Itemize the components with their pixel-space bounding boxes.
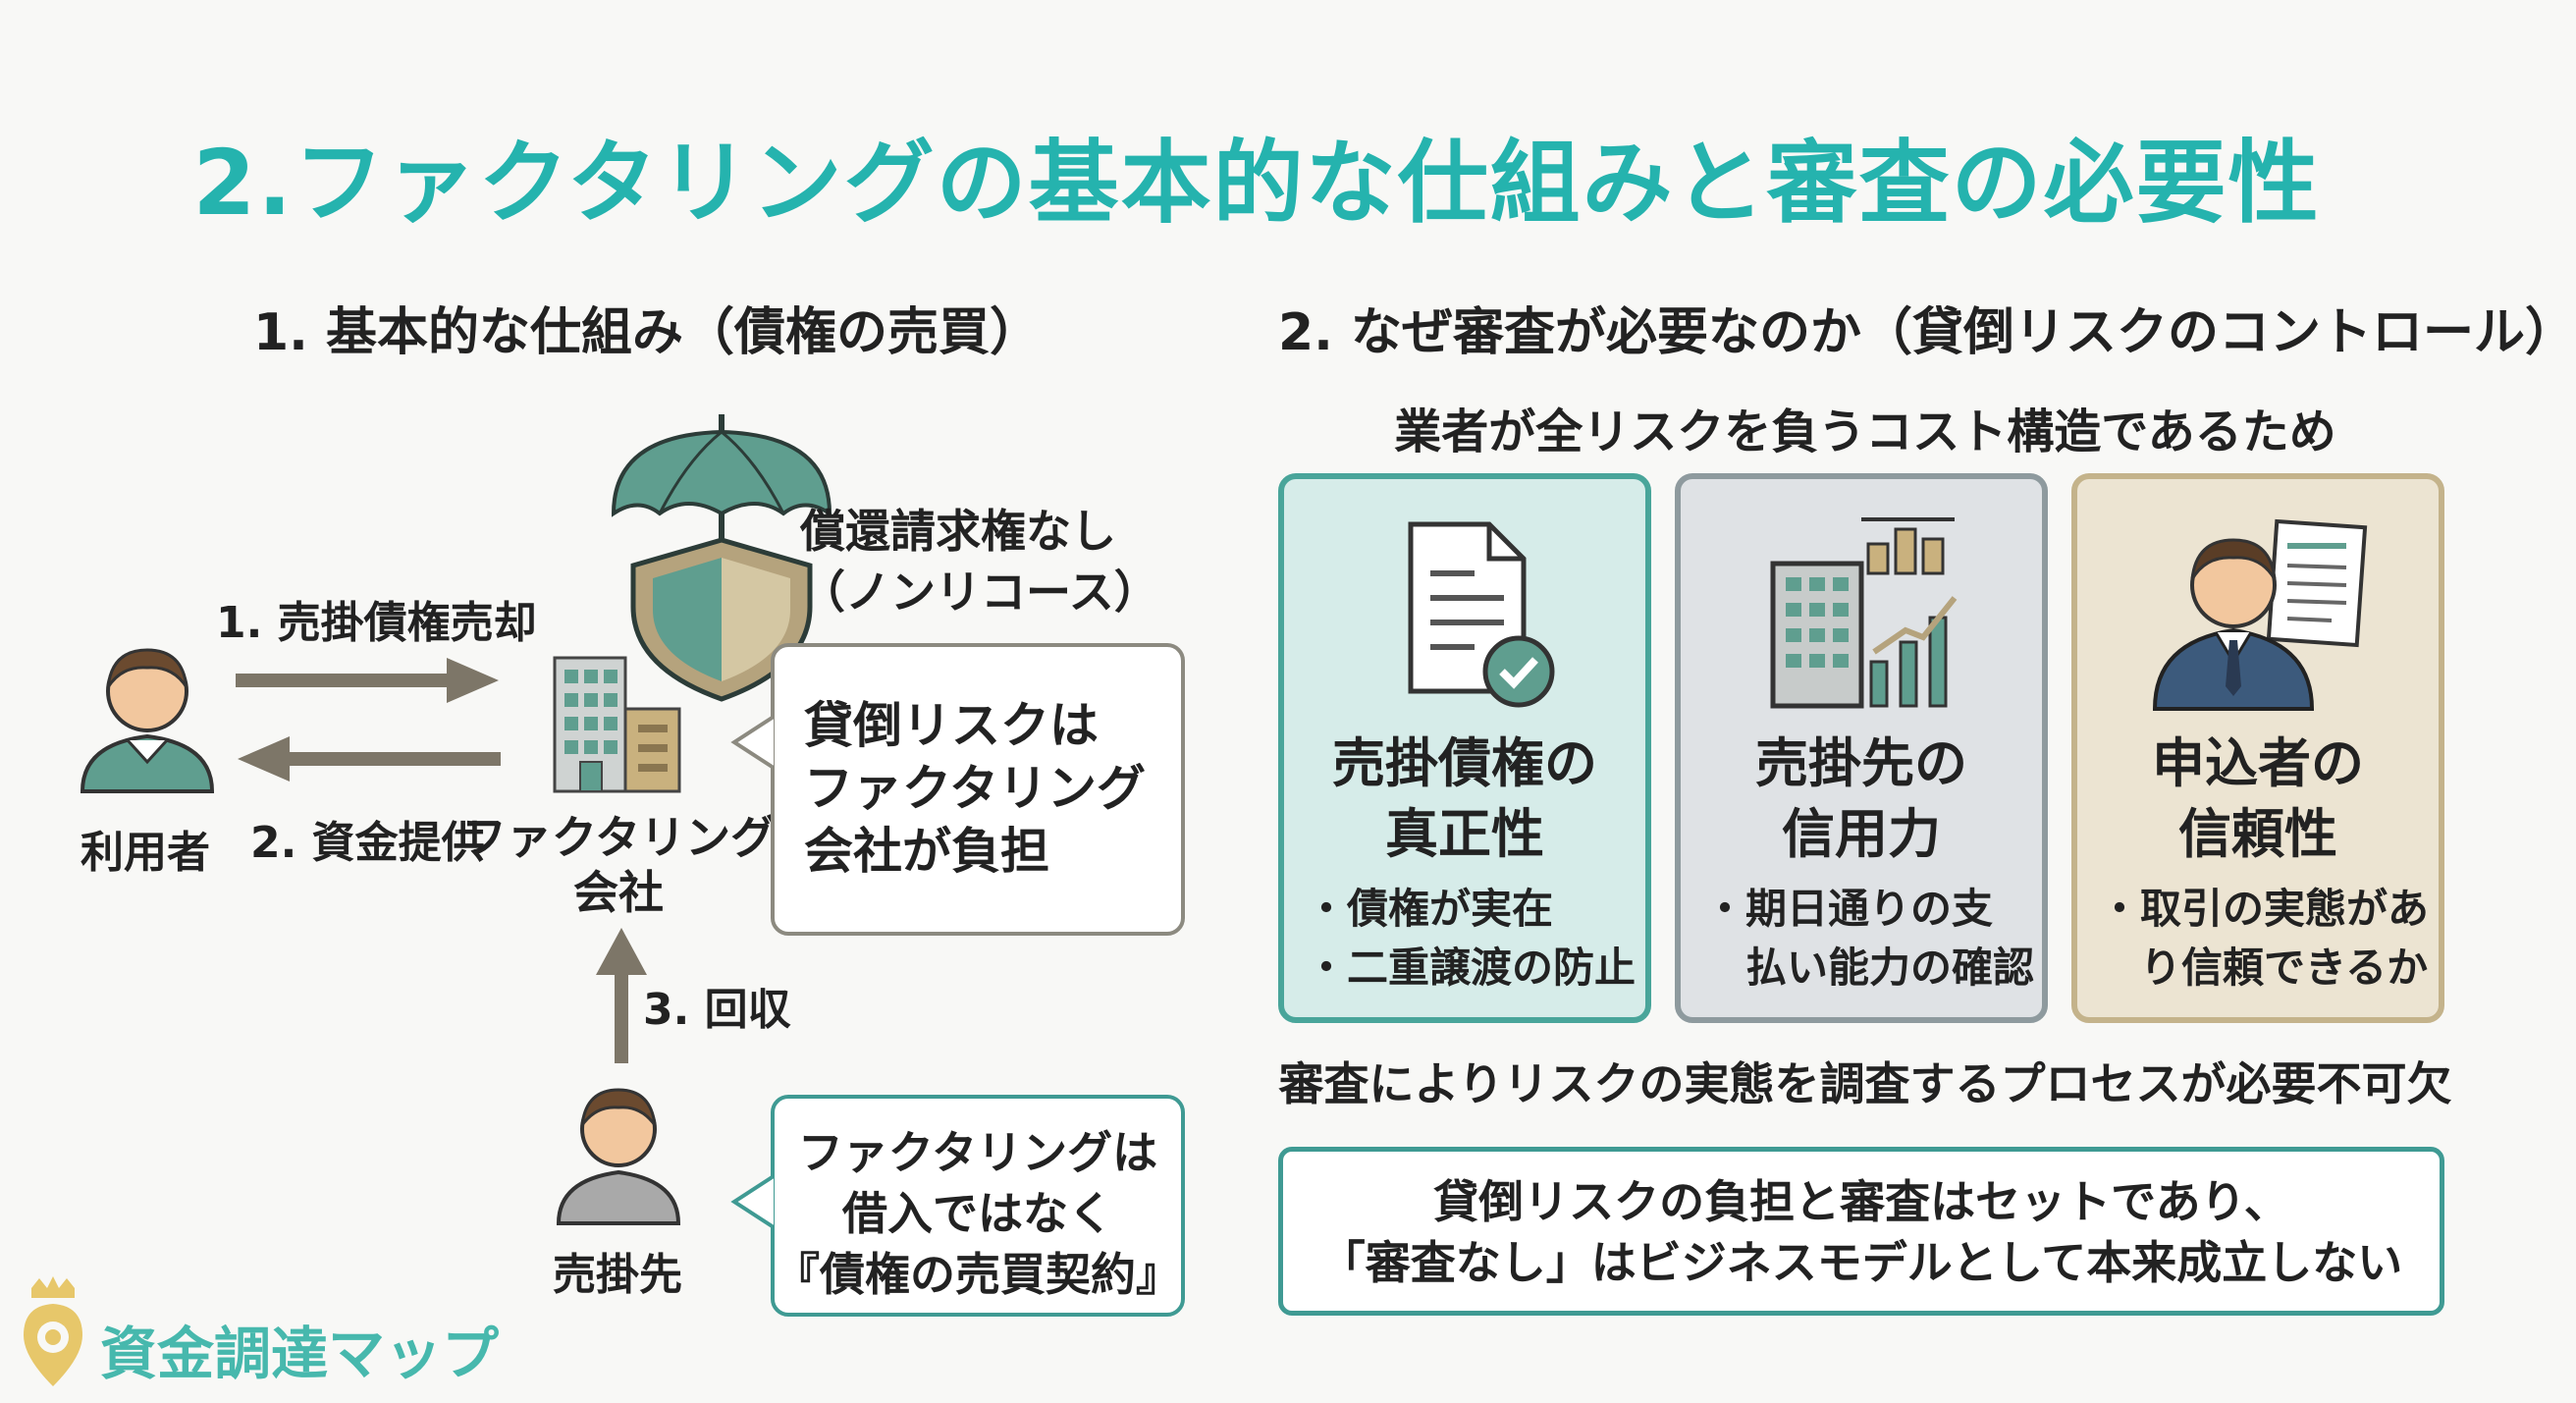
company-label-line2: 会社 [573,866,664,919]
debtor-label: 売掛先 [553,1250,682,1300]
user-person-icon [80,648,215,793]
card-bullets: ・取引の実態があ り信頼できるか [2099,880,2439,998]
card-bullet: 払い能力の確認 [1704,944,2035,992]
no-recourse-text: 償還請求権なし （ノンリコース） [800,501,1159,622]
contract-callout-line: 『債権の売買契約』 [775,1248,1181,1301]
right-section-heading: 2. なぜ審査が必要なのか（貸倒リスクのコントロール） [1278,303,2576,362]
conclusion-box: 貸倒リスクの負担と審査はセットであり、 「審査なし」はビジネスモデルとして本来成… [1278,1147,2444,1316]
document-check-icon [1408,521,1555,708]
building-icon [553,656,681,793]
card-title-line1: 申込者の [2152,732,2364,794]
arrow1-label: 1. 売掛債権売却 [216,598,537,648]
arrow-up-icon [596,928,647,1063]
card-receivable-authenticity: 売掛債権の 真正性 ・債権が実在 ・二重譲渡の防止 [1278,473,1651,1023]
card-debtor-creditworthiness: 売掛先の 信用力 ・期日通りの支 払い能力の確認 [1675,473,2048,1023]
risk-callout-line: 貸倒リスクは [804,697,1099,754]
contract-callout: ファクタリングは 借入ではなく 『債権の売買契約』 [771,1095,1185,1317]
card-title-line2: 信頼性 [2178,803,2337,865]
arrow-left-icon [238,736,501,782]
debtor-person-icon [556,1088,681,1225]
card-applicant-reliability: 申込者の 信頼性 ・取引の実態があ り信頼できるか [2071,473,2444,1023]
risk-callout-line: 会社が負担 [804,823,1049,880]
left-section-heading: 1. 基本的な仕組み（債権の売買） [253,303,1042,362]
user-label: 利用者 [80,828,210,878]
conclusion-line1: 貸倒リスクの負担と審査はセットであり、 [1433,1175,2289,1228]
card-title: 売掛先の 信用力 [1681,728,2042,870]
risk-callout-pointer [730,715,776,770]
card-bullet: ・二重譲渡の防止 [1306,944,1637,992]
card-bullet: ・期日通りの支 [1704,885,1994,933]
risk-callout-line: ファクタリング [804,760,1146,817]
arrow2-label: 2. 資金提供 [250,818,485,868]
building-chart-icon [1770,517,1958,709]
card-title-line1: 売掛先の [1755,732,1967,794]
arrow3-label: 3. 回収 [643,985,791,1035]
arrow-right-icon [236,658,499,703]
factoring-company-label: ファクタリング 会社 [461,810,776,920]
logo-text: 資金調達マップ [100,1321,500,1387]
card-title-line1: 売掛債権の [1332,732,1597,794]
card-title: 申込者の 信頼性 [2077,728,2439,870]
contract-callout-line: ファクタリングは [797,1126,1158,1179]
card-bullet: り信頼できるか [2099,944,2429,992]
no-recourse-line2: （ノンリコース） [800,566,1159,619]
process-text: 審査によりリスクの実態を調査するプロセスが必要不可欠 [1278,1057,2452,1110]
risk-callout: 貸倒リスクは ファクタリング 会社が負担 [771,643,1185,936]
card-bullet: ・債権が実在 [1306,885,1554,933]
card-title: 売掛債権の 真正性 [1284,728,1645,870]
card-bullets: ・期日通りの支 払い能力の確認 [1704,880,2042,998]
page-title: 2.ファクタリングの基本的な仕組みと審査の必要性 [192,131,2321,236]
contract-callout-pointer [730,1174,776,1229]
logo-pin-icon [24,1276,82,1386]
no-recourse-line1: 償還請求権なし [800,505,1116,558]
company-label-line1: ファクタリング [461,811,777,864]
card-title-line2: 真正性 [1385,803,1544,865]
businessman-document-icon [2152,518,2368,711]
right-subheading: 業者が全リスクを負うコスト構造であるため [1394,405,2336,459]
contract-callout-line: 借入ではなく [842,1187,1113,1240]
card-bullet: ・取引の実態があ [2099,885,2430,933]
card-bullets: ・債権が実在 ・二重譲渡の防止 [1306,880,1645,998]
conclusion-line2: 「審査なし」はビジネスモデルとして本来成立しない [1319,1236,2403,1289]
card-title-line2: 信用力 [1782,803,1941,865]
